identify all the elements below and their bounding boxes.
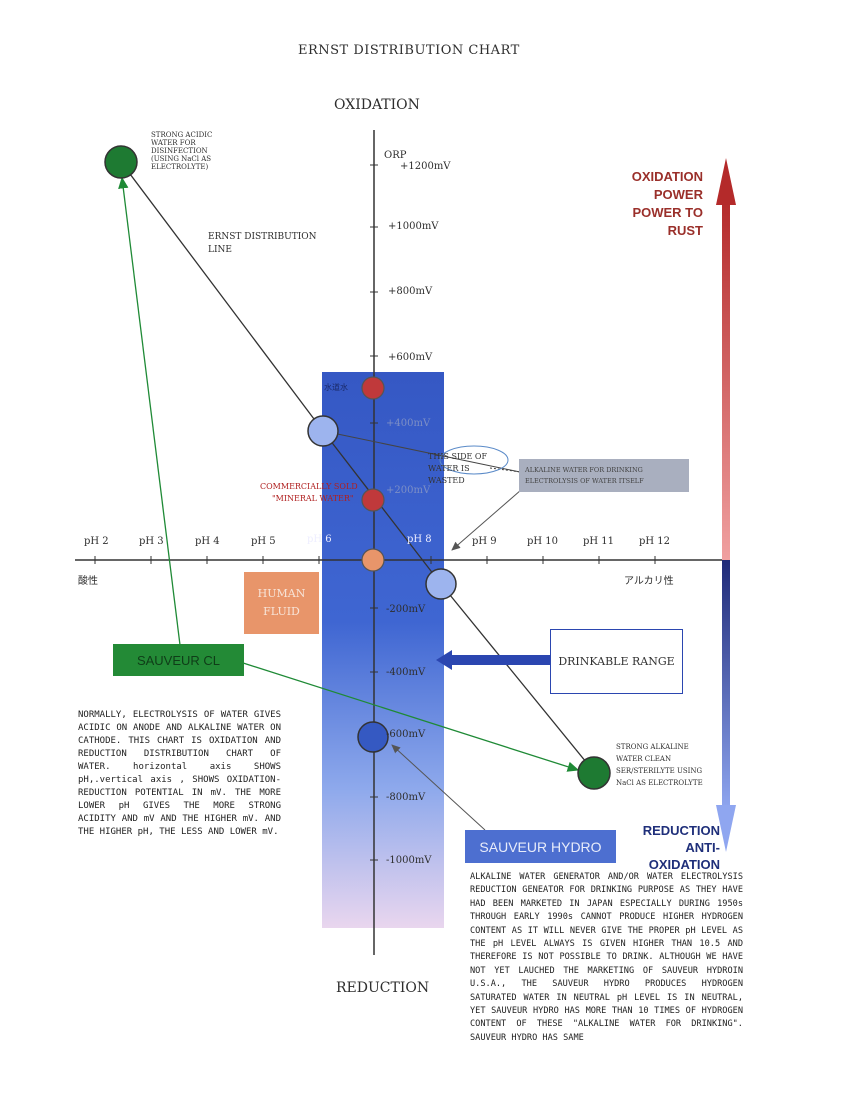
oxidation-axis-label: OXIDATION [334, 97, 420, 113]
drinkable-arrow-shaft [452, 655, 550, 665]
mv-tick-label: +1000mV [388, 221, 439, 232]
oxidation-arrow-shaft [722, 200, 730, 560]
reduction-arrow-shaft [722, 560, 730, 810]
reduction-power-label: REDUCTION ANTI- OXIDATION [642, 823, 720, 872]
mv-tick-label: -1000mV [386, 855, 432, 866]
human-fluid-box: HUMAN FLUID [244, 572, 319, 634]
ph-tick-label: pH 10 [527, 536, 559, 547]
ernst-point-lower [425, 568, 457, 600]
mv-tick-label: +400mV [386, 418, 431, 429]
oxidation-power-label: OXIDATION POWER POWER TO RUST [631, 169, 703, 238]
orp-label: ORP [384, 150, 407, 161]
sauveur-cl-label: SAUVEUR CL [136, 652, 221, 668]
drinkable-range-box: DRINKABLE RANGE [550, 629, 683, 694]
ph-tick-label: pH 6 [307, 534, 332, 545]
alkaline-drinking-label: ALKALINE WATER FOR DRINKING ELECTROLYSIS… [525, 465, 644, 485]
oxidation-arrow-head [716, 158, 736, 205]
ph-tick-label: pH 4 [195, 536, 220, 547]
alkaline-drinking-box: ALKALINE WATER FOR DRINKING ELECTROLYSIS… [519, 459, 689, 492]
mv-tick-label: +200mV [386, 485, 431, 496]
sauveur-hydro-arrow [391, 744, 486, 831]
ernst-distribution-line [120, 161, 596, 774]
human-fluid-label: HUMAN FLUID [257, 587, 306, 618]
mv-tick-label: +1200mV [400, 161, 451, 172]
strong-acidic-marker [104, 145, 138, 179]
mv-tick-label: +800mV [388, 286, 433, 297]
commercial-water-label-2: "MINERAL WATER" [272, 494, 354, 503]
alkaline-label: アルカリ性 [624, 576, 674, 587]
mv-tick-label: -800mV [386, 792, 426, 803]
wasted-connector [322, 430, 521, 473]
strong-alkaline-label: STRONG ALKALINE WATER CLEAN SER/STERILYT… [616, 743, 703, 787]
sauveur-cl-acidic-arrow [118, 176, 181, 646]
sauveur-hydro-label: SAUVEUR HYDRO [479, 838, 602, 855]
wasted-label: THIS SIDE OF WATER IS WASTED [428, 452, 488, 485]
ph-tick-label: pH 5 [251, 536, 276, 547]
left-description-paragraph: NORMALLY, ELECTROLYSIS OF WATER GIVES AC… [78, 710, 281, 837]
acidic-label: 酸性 [78, 576, 98, 587]
ph-tick-label: pH 12 [639, 536, 671, 547]
commercial-water-label-1: COMMERCIALLY SOLD [260, 482, 358, 491]
right-description-paragraph: ALKALINE WATER GENERATOR AND/OR WATER EL… [470, 872, 743, 1043]
ph-tick-label: pH 9 [472, 536, 497, 547]
ernst-point-upper [307, 415, 339, 447]
human-fluid-marker [361, 548, 385, 572]
tap-water-marker [361, 376, 385, 400]
ph-tick-label: pH 8 [407, 534, 432, 545]
ph-tick-label: pH 3 [139, 536, 164, 547]
reduction-axis-label: REDUCTION [336, 980, 430, 996]
chart-title: ERNST DISTRIBUTION CHART [298, 43, 520, 58]
mv-tick-label: -200mV [386, 604, 426, 615]
sauveur-hydro-marker [357, 721, 389, 753]
tap-water-label: 水道水 [324, 383, 348, 392]
strong-alkaline-marker [577, 756, 611, 790]
sauveur-hydro-box: SAUVEUR HYDRO [465, 830, 616, 863]
alkaline-drinking-arrow [451, 489, 522, 551]
mv-tick-label: -400mV [386, 667, 426, 678]
ph-tick-label: pH 11 [583, 536, 615, 547]
wasted-dashed [489, 467, 522, 473]
strong-acidic-label: STRONG ACIDIC WATER FOR DISINFECTION (US… [151, 131, 213, 171]
drinkable-band [322, 372, 444, 928]
mv-tick-label: +600mV [388, 352, 433, 363]
ernst-line-label: ERNST DISTRIBUTION LINE [208, 232, 317, 255]
mv-tick-label: -600mV [386, 729, 426, 740]
wasted-ellipse [439, 445, 509, 475]
ph-axis-ticks [94, 556, 656, 564]
sauveur-cl-alkaline-arrow [239, 661, 580, 772]
sauveur-cl-box: SAUVEUR CL [113, 644, 244, 676]
ph-tick-label: pH 2 [84, 536, 109, 547]
drinkable-arrow-head [436, 650, 452, 670]
drinkable-range-label: DRINKABLE RANGE [558, 655, 675, 668]
mineral-water-marker [361, 488, 385, 512]
reduction-arrow-head [716, 805, 736, 852]
